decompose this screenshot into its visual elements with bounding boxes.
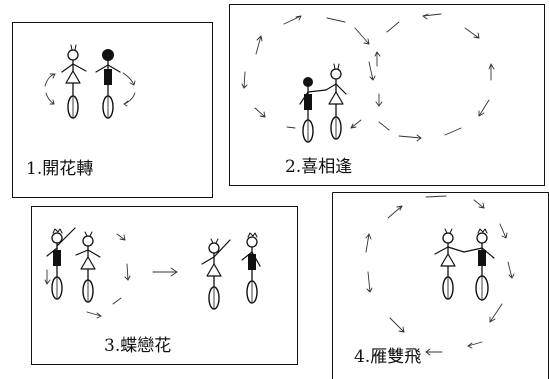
unicyclist-girl-icon <box>201 238 231 310</box>
unicyclist-girl-icon <box>434 228 465 300</box>
panel-1-frame <box>12 22 213 198</box>
panel-4-caption: 4.雁雙飛 <box>354 347 422 367</box>
panel-1-drawing <box>44 44 136 119</box>
motion-arrow-icon <box>365 195 515 356</box>
unicyclist-girl-icon <box>325 63 347 140</box>
panel-3-caption: 3.蝶戀花 <box>104 336 172 356</box>
unicyclist-boy-icon <box>95 49 121 119</box>
panel-1-caption: 1.開花轉 <box>26 159 94 179</box>
motion-arrow-icon <box>241 13 495 142</box>
panel-2: 2.喜相逢 <box>229 4 545 186</box>
panel-4: 4.雁雙飛 <box>332 192 549 379</box>
panel-2-frame <box>229 4 545 186</box>
panel-3-frame <box>31 206 298 365</box>
panel-3: 3.蝶戀花 <box>31 206 298 365</box>
transition-arrow-icon <box>152 267 178 277</box>
unicyclist-boy-icon <box>463 228 495 301</box>
panel-3-drawing <box>44 227 261 319</box>
unicyclist-girl-icon <box>61 44 87 119</box>
unicyclist-boy-icon <box>241 232 261 304</box>
unicyclist-girl-icon <box>75 231 101 303</box>
unicyclist-boy-icon <box>299 77 327 143</box>
motion-arrow-icon <box>44 72 136 107</box>
panel-2-drawing <box>241 13 495 143</box>
unicyclist-boy-icon <box>46 227 76 300</box>
motion-arrow-icon <box>44 233 131 319</box>
panel-2-caption: 2.喜相逢 <box>285 157 353 177</box>
panel-4-drawing <box>365 195 515 356</box>
panel-1: 1.開花轉 <box>12 22 213 198</box>
